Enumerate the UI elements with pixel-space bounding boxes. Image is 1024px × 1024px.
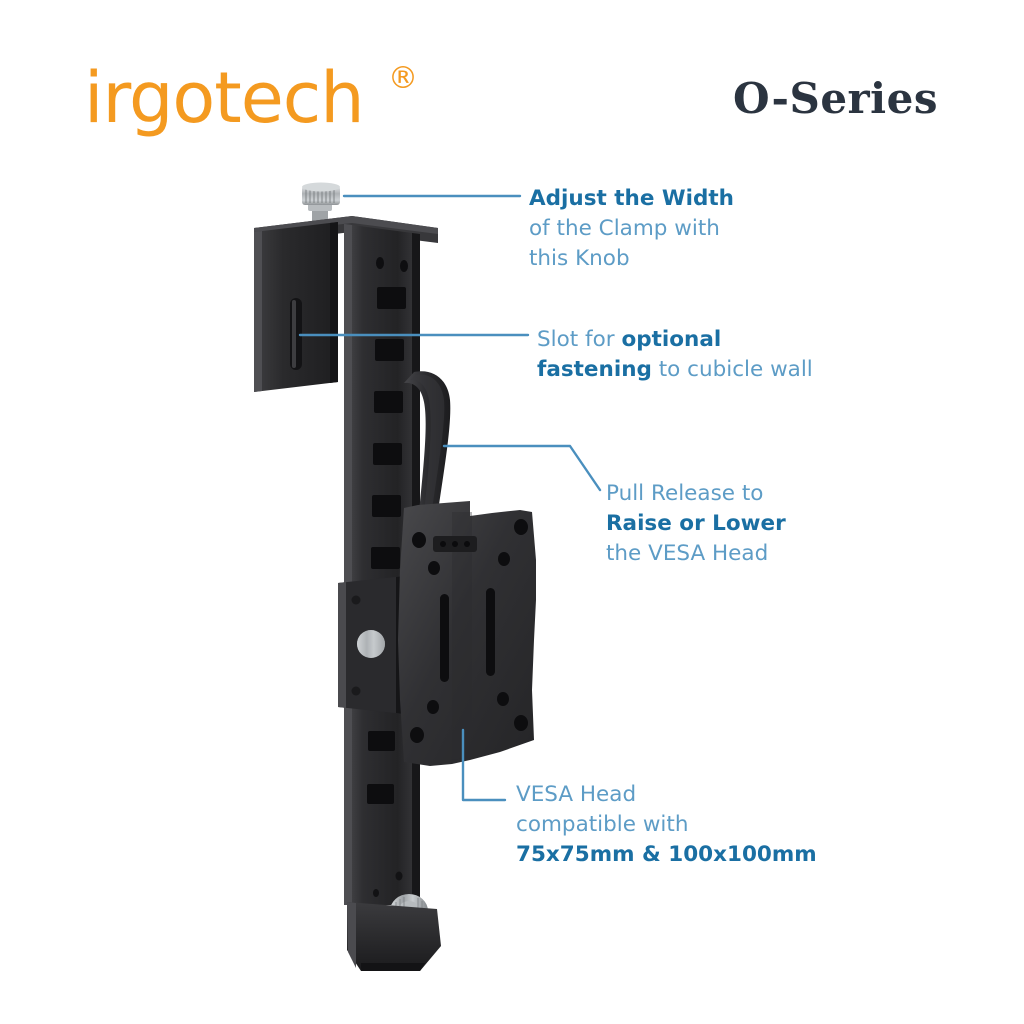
callout-slot-text-bold-1: optional — [621, 327, 722, 352]
callout-pull-release: Pull Release to Raise or Lower the VESA … — [606, 479, 786, 569]
vesa-adjust-slots — [440, 588, 495, 682]
callout-vesa-line-3: 75x75mm & 100x100mm — [516, 842, 817, 867]
vesa-100-holes — [410, 519, 528, 743]
callout-vesa-line-1: VESA Head — [516, 782, 637, 807]
series-label: O-Series — [732, 74, 938, 123]
tilt-pivot-hardware — [433, 536, 477, 552]
base-foot — [347, 902, 441, 971]
callout-slot-text-normal-2: to cubicle wall — [651, 357, 813, 382]
callout-adjust-width-line-1: Adjust the Width — [529, 186, 734, 211]
adjustment-knob-top — [302, 182, 340, 223]
brand-name-text: irgotech — [84, 57, 365, 139]
vesa-75-holes — [427, 552, 510, 714]
vertical-post — [344, 224, 420, 905]
callout-adjust-width-line-2: of the Clamp with — [529, 216, 720, 241]
callout-pull-release-line-2: Raise or Lower — [606, 511, 786, 536]
callout-adjust-width: Adjust the Width of the Clamp with this … — [529, 184, 734, 274]
callout-slot-text-normal-1: Slot for — [537, 327, 622, 352]
vesa-plate — [398, 501, 536, 766]
registered-trademark-icon: ® — [388, 61, 418, 96]
callout-pull-release-line-1: Pull Release to — [606, 481, 764, 506]
callout-slot-fastening: Slot for optional fastening to cubicle w… — [537, 325, 813, 385]
callout-pull-release-line-3: the VESA Head — [606, 541, 769, 566]
clamp-slot — [290, 298, 302, 370]
callout-vesa-line-2: compatible with — [516, 812, 689, 837]
leader-line-vesa — [461, 728, 507, 802]
leader-line-pull-release — [442, 444, 602, 492]
brand-logo: irgotech ® — [84, 58, 444, 138]
callout-slot-text-bold-2: fastening — [537, 357, 652, 382]
callout-adjust-width-line-3: this Knob — [529, 246, 630, 271]
callout-vesa-compatibility: VESA Head compatible with 75x75mm & 100x… — [516, 780, 817, 870]
